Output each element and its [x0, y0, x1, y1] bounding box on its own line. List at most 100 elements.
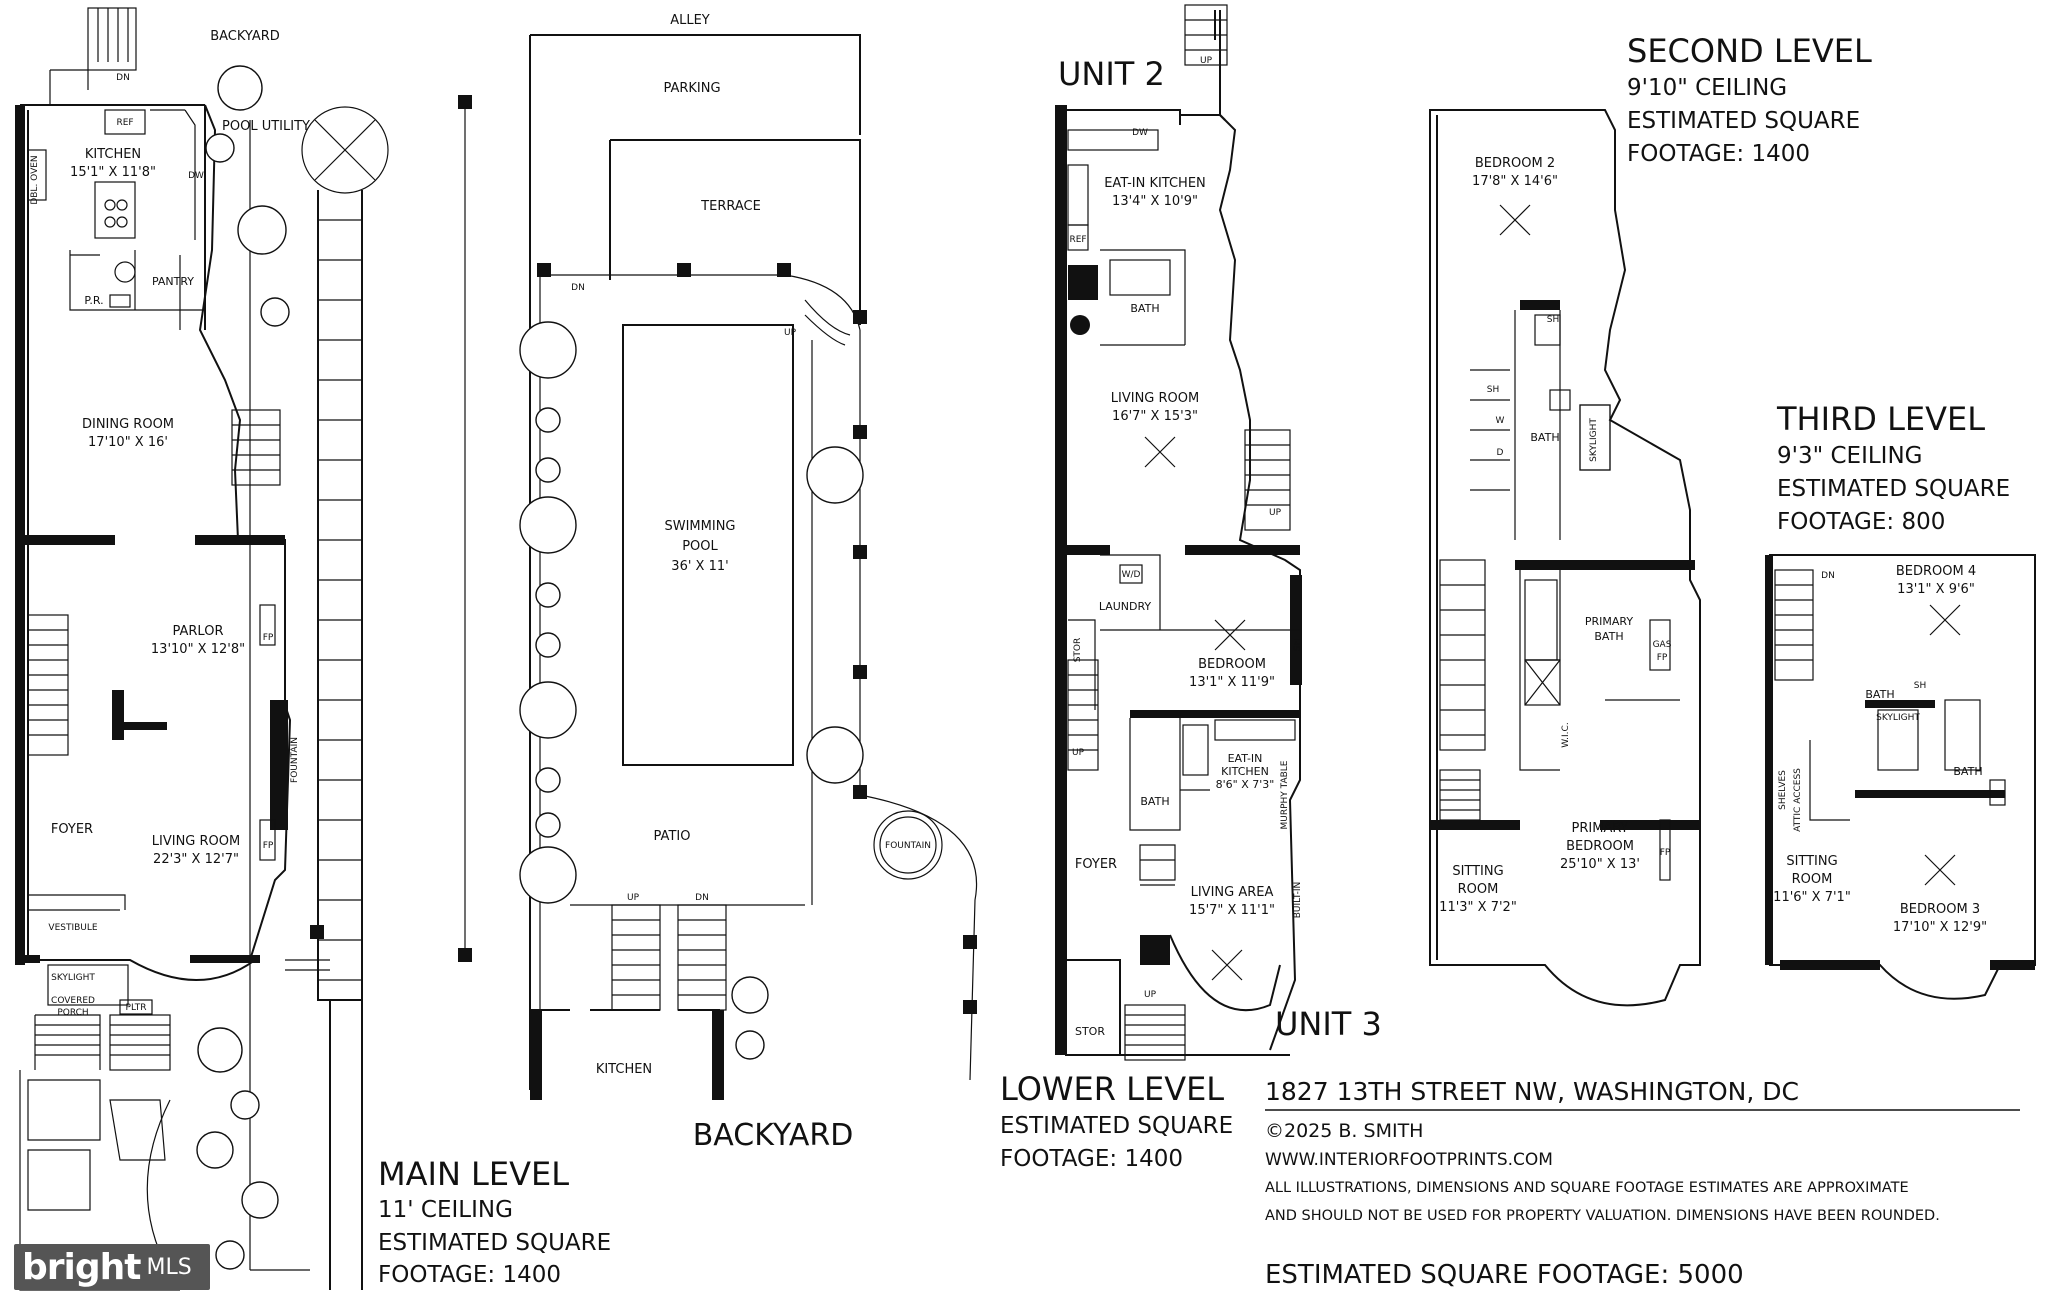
pool-label: POOL — [682, 539, 718, 554]
dn-label: DN — [571, 283, 585, 293]
eat-in-kitchen-label: EAT-IN KITCHEN — [1104, 176, 1206, 191]
fountain-label: FOUNTAIN — [290, 737, 300, 783]
up-label: UP — [1072, 748, 1085, 758]
sitting-room-label: SITTING — [1452, 864, 1503, 879]
living-room-dim: 16'7" X 15'3" — [1112, 409, 1198, 424]
website: WWW.INTERIORFOOTPRINTS.COM — [1265, 1150, 1553, 1170]
foyer-label: FOYER — [1075, 857, 1117, 872]
terrace-label: TERRACE — [700, 199, 761, 214]
stor-label: STOR — [1075, 1025, 1105, 1038]
room-label: ROOM — [1458, 882, 1499, 897]
primary-bedroom-dim: 25'10" X 13' — [1560, 857, 1640, 872]
parlor-dim: 13'10" X 12'8" — [151, 642, 245, 657]
primary-label: PRIMARY — [1572, 821, 1629, 836]
unit3-label: UNIT 3 — [1275, 1005, 1382, 1043]
bedroom2-label: BEDROOM 2 — [1475, 156, 1555, 171]
dining-room-dim: 17'10" X 16' — [88, 435, 168, 450]
ceiling-fan-icon — [1499, 204, 1531, 236]
dn-label: DN — [116, 73, 130, 83]
eat-in-kitchen-dim: 8'6" X 7'3" — [1216, 778, 1275, 791]
skylight-label: SKYLIGHT — [51, 973, 95, 983]
murphy-table-label: MURPHY TABLE — [1280, 760, 1290, 829]
dn-label: DN — [1821, 571, 1835, 581]
ceiling-fan-icon — [1929, 604, 1961, 636]
vestibule-label: VESTIBULE — [48, 923, 97, 933]
room-label: ROOM — [1792, 872, 1833, 887]
sh-label: SH — [1487, 385, 1499, 395]
copyright: ©2025 B. SMITH — [1265, 1120, 1423, 1142]
ref-label: REF — [1069, 235, 1086, 245]
bedroom-label: BEDROOM — [1566, 839, 1634, 854]
dw-label: DW — [1132, 128, 1148, 138]
pantry-label: PANTRY — [152, 275, 194, 288]
sitting-room-dim: 11'6" X 7'1" — [1773, 890, 1851, 905]
swimming-label: SWIMMING — [664, 519, 735, 534]
bath-label: BATH — [1953, 765, 1982, 778]
ceiling-fan-icon — [1214, 619, 1246, 651]
logo-suffix: MLS — [146, 1254, 192, 1280]
living-area-label: LIVING AREA — [1191, 885, 1274, 900]
sh-label: SH — [1293, 639, 1303, 651]
bright-mls-logo: bright MLS — [14, 1244, 210, 1290]
unit2-label: UNIT 2 — [1058, 55, 1165, 93]
d-label: D — [1497, 448, 1504, 458]
bedroom-label: BEDROOM — [1198, 657, 1266, 672]
living-room-dim: 22'3" X 12'7" — [153, 852, 239, 867]
dn-label: DN — [695, 893, 709, 903]
ceiling-fan-icon — [1211, 949, 1243, 981]
sitting-room-dim: 11'3" X 7'2" — [1439, 900, 1517, 915]
fp-label: FP — [1660, 848, 1671, 858]
third-level-footage: FOOTAGE: 800 — [1777, 509, 1945, 535]
bedroom4-dim: 13'1" X 9'6" — [1897, 582, 1975, 597]
backyard-title: BACKYARD — [693, 1118, 854, 1153]
pltr-label: PLTR — [126, 1003, 147, 1013]
parking-label: PARKING — [663, 81, 720, 96]
lower-level-footage: FOOTAGE: 1400 — [1000, 1146, 1183, 1172]
porch-label: PORCH — [57, 1008, 88, 1018]
bath-label: BATH — [1140, 795, 1169, 808]
laundry-label: LAUNDRY — [1099, 600, 1152, 613]
pool-dim: 36' X 11' — [671, 559, 728, 574]
up-label: UP — [784, 328, 797, 338]
main-level-footage: FOOTAGE: 1400 — [378, 1262, 561, 1288]
pr-label: P.R. — [84, 294, 103, 307]
disclaimer-line1: ALL ILLUSTRATIONS, DIMENSIONS AND SQUARE… — [1265, 1180, 1909, 1196]
up-label: UP — [1200, 56, 1213, 66]
foyer-label: FOYER — [51, 822, 93, 837]
bath-label: BATH — [1594, 630, 1623, 643]
skylight-label: SKYLIGHT — [1876, 713, 1920, 723]
second-level-footage: FOOTAGE: 1400 — [1627, 141, 1810, 167]
patio-label: PATIO — [654, 829, 691, 844]
gas-label: GAS — [1653, 640, 1672, 650]
covered-porch-label: COVERED — [51, 996, 95, 1006]
third-level-ceiling: 9'3" CEILING — [1777, 443, 1922, 469]
yard-kitchen-label: KITCHEN — [596, 1062, 652, 1077]
sh-label: SH — [1547, 315, 1559, 325]
bath-label: BATH — [1130, 302, 1159, 315]
third-level-plan — [1765, 554, 2036, 1000]
address: 1827 13TH STREET NW, WASHINGTON, DC — [1265, 1077, 1799, 1106]
kitchen-label: KITCHEN — [1221, 765, 1269, 778]
fp-label: FP — [263, 841, 274, 851]
fp-label: FP — [263, 633, 274, 643]
lower-level-est: ESTIMATED SQUARE — [1000, 1113, 1233, 1139]
dbl-oven-label: DBL. OVEN — [30, 155, 40, 204]
third-level-title: THIRD LEVEL — [1776, 400, 1985, 438]
dining-room-label: DINING ROOM — [82, 417, 174, 432]
disclaimer-line2: AND SHOULD NOT BE USED FOR PROPERTY VALU… — [1265, 1208, 1940, 1224]
lower-level-title: LOWER LEVEL — [1000, 1070, 1224, 1108]
second-level-ceiling: 9'10" CEILING — [1627, 75, 1787, 101]
living-area-dim: 15'7" X 11'1" — [1189, 903, 1275, 918]
third-level-est: ESTIMATED SQUARE — [1777, 476, 2010, 502]
bath-label: BATH — [1530, 431, 1559, 444]
pool-utility-label: POOL UTILITY — [222, 119, 310, 134]
ref-label: REF — [116, 118, 133, 128]
second-level-plan — [1429, 109, 1701, 1007]
backyard-plan — [519, 34, 978, 1100]
second-level-est: ESTIMATED SQUARE — [1627, 108, 1860, 134]
up-label: UP — [627, 893, 640, 903]
primary-bath-label: PRIMARY — [1585, 615, 1633, 628]
w-label: W — [1496, 416, 1505, 426]
lower-level-plan — [1055, 4, 1302, 1061]
